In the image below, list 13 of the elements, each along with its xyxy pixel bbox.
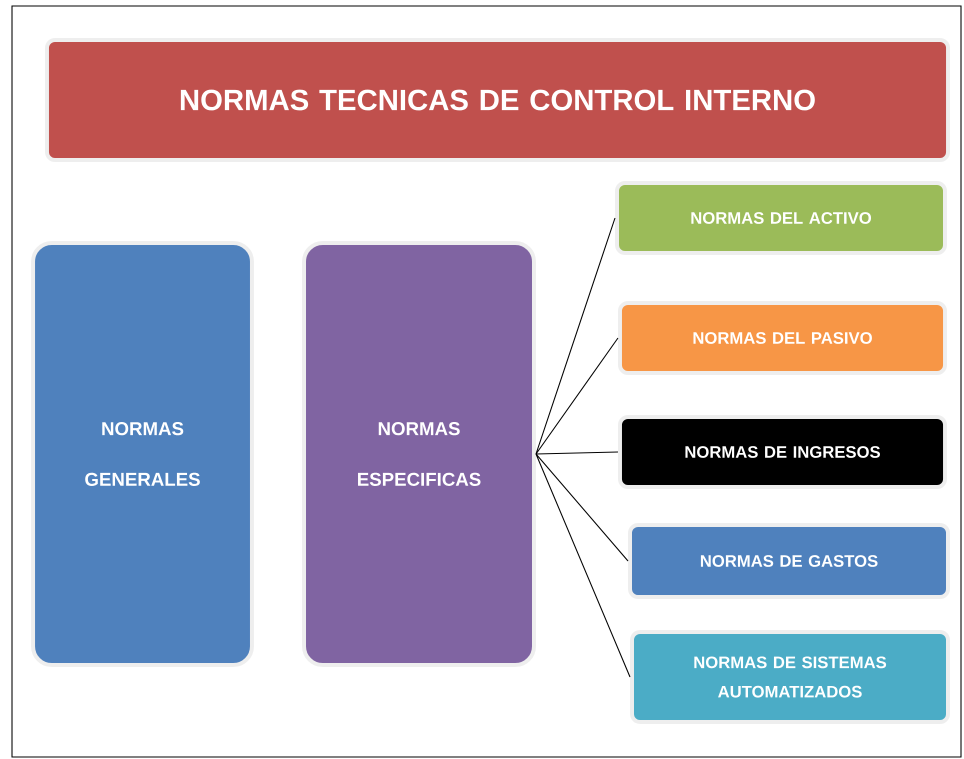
connector-line bbox=[536, 338, 618, 454]
title-box: NORMAS TECNICAS DE CONTROL INTERNO bbox=[44, 38, 950, 162]
norm-box: NORMAS DE SISTEMAS AUTOMATIZADOS bbox=[630, 630, 950, 724]
connector-line bbox=[536, 451, 618, 455]
norm-box: NORMAS DE INGRESOS bbox=[618, 415, 948, 489]
norm-box: NORMAS DEL PASIVO bbox=[618, 301, 948, 375]
connector-line bbox=[536, 218, 616, 454]
category-box: NORMAS GENERALES bbox=[31, 241, 254, 667]
connector-line bbox=[536, 454, 628, 562]
norm-box: NORMAS DE GASTOS bbox=[628, 523, 950, 599]
connector-line bbox=[536, 454, 630, 678]
norm-box: NORMAS DEL ACTIVO bbox=[615, 181, 947, 255]
category-box: NORMAS ESPECIFICAS bbox=[302, 241, 536, 667]
